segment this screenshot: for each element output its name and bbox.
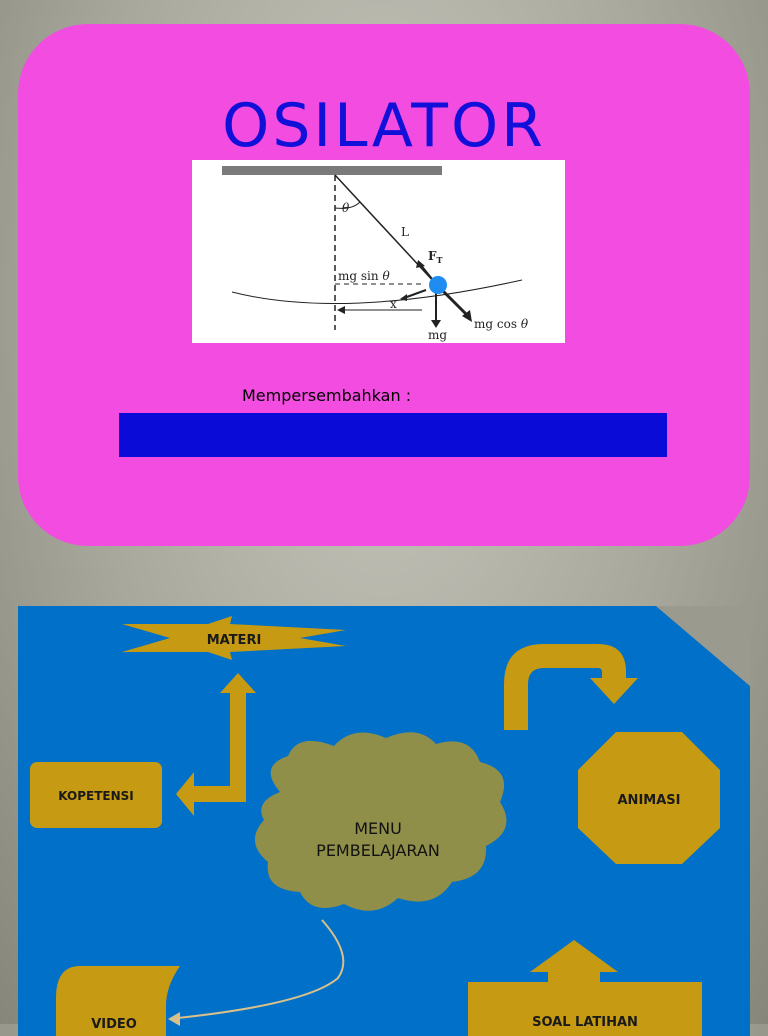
theta-label: θ	[342, 201, 350, 215]
video-label: VIDEO	[91, 1017, 137, 1032]
menu-line-2: PEMBELAJARAN	[316, 841, 440, 860]
tension-label: FT	[428, 249, 443, 265]
mg-sin-arrowhead	[400, 294, 407, 301]
materi-button[interactable]: MATERI	[122, 616, 346, 660]
menu-svg: MATERI KOPETENSI ANIMASI MENU PEMBELAJAR…	[18, 606, 750, 1036]
mg-sin-arrow	[403, 289, 427, 299]
theta-arc	[334, 201, 361, 209]
x-label: x	[390, 297, 397, 311]
kopetensi-label: KOPETENSI	[58, 789, 134, 803]
u-turn-arrow	[504, 644, 638, 730]
pendulum-string	[334, 174, 437, 285]
mg-cos-arrowhead	[462, 310, 472, 322]
mg-cos-arrow	[440, 288, 470, 318]
soal-up-arrow	[530, 940, 618, 986]
materi-label: MATERI	[207, 633, 262, 648]
x-arrowhead	[337, 306, 345, 314]
ceiling-bar	[222, 166, 442, 175]
title-line-1: OSILATOR	[222, 91, 546, 161]
tension-arrowhead	[416, 260, 425, 268]
mg-cos-label: mg cos θ	[474, 317, 529, 331]
bent-arrow-materi-kopetensi	[176, 673, 256, 816]
video-button[interactable]: VIDEO	[56, 966, 180, 1036]
animasi-button[interactable]: ANIMASI	[578, 732, 720, 864]
pendulum-bob	[429, 276, 447, 294]
swing-arc	[231, 279, 523, 304]
mg-label: mg	[428, 328, 447, 342]
curved-arrowhead	[168, 1012, 180, 1026]
pendulum-diagram: θ L FT mg sin θ x mg mg cos θ	[192, 160, 565, 343]
menu-line-1: MENU	[354, 819, 402, 838]
presenter-name-bar	[119, 413, 667, 457]
presents-label: Mempersembahkan :	[242, 386, 412, 405]
mg-arrowhead	[431, 320, 441, 328]
menu-slide: MATERI KOPETENSI ANIMASI MENU PEMBELAJAR…	[18, 606, 750, 1036]
animasi-label: ANIMASI	[618, 793, 681, 808]
curved-arrow	[177, 919, 345, 1019]
soal-latihan-label: SOAL LATIHAN	[532, 1015, 638, 1030]
length-label: L	[401, 225, 409, 239]
background-corner	[656, 606, 750, 686]
pendulum-svg: θ L FT mg sin θ x mg mg cos θ	[222, 166, 529, 342]
menu-pembelajaran-cloud[interactable]: MENU PEMBELAJARAN	[254, 732, 507, 911]
kopetensi-button[interactable]: KOPETENSI	[30, 762, 162, 828]
soal-latihan-button[interactable]: SOAL LATIHAN	[468, 982, 702, 1036]
mg-sin-label: mg sin θ	[338, 269, 390, 283]
